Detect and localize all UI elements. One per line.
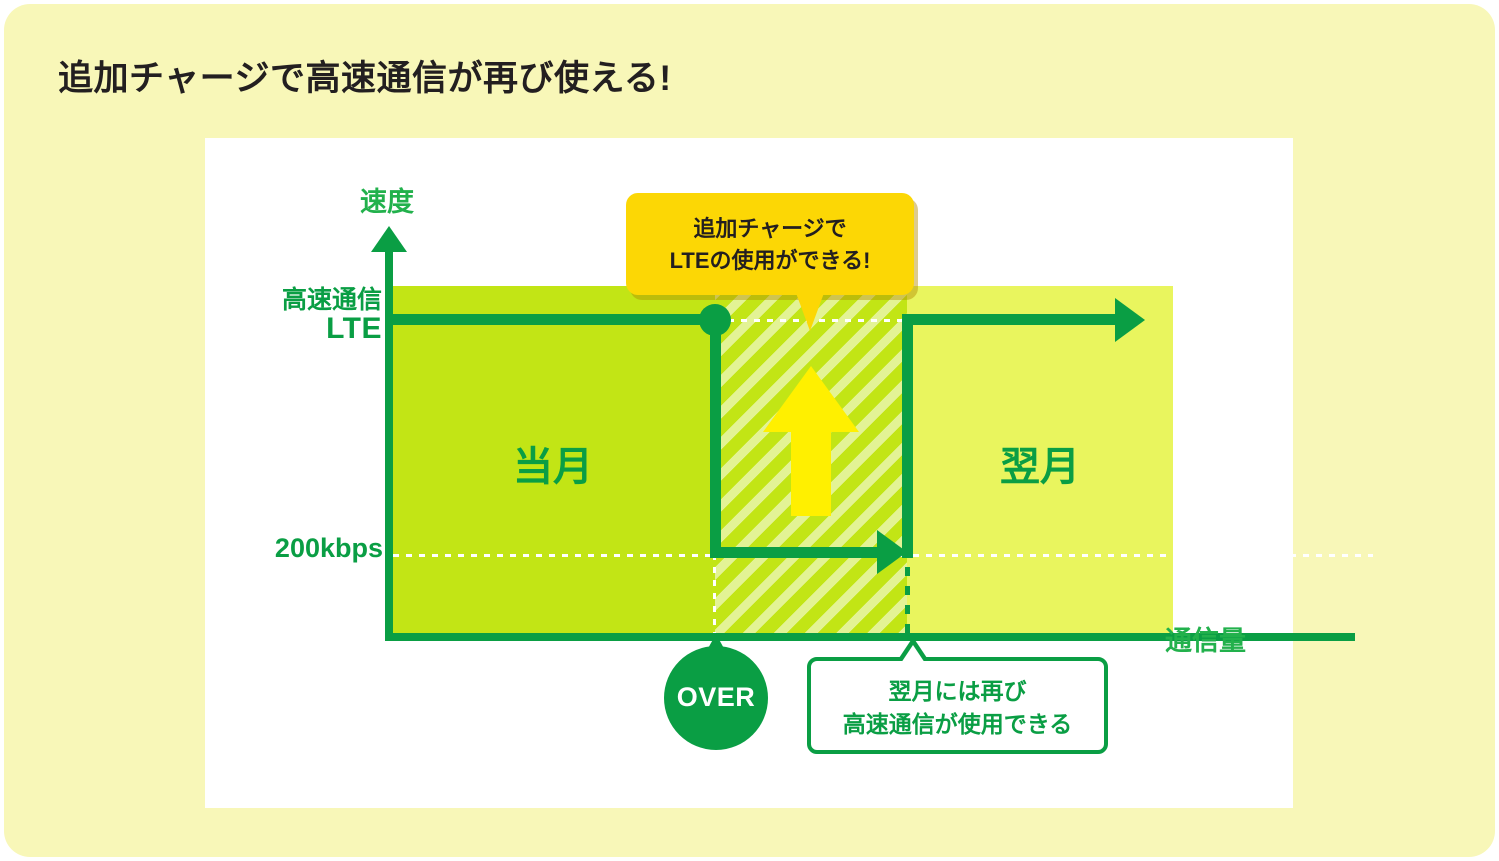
region-label-current-month: 当月 bbox=[513, 445, 593, 489]
over-badge-tip bbox=[706, 634, 726, 652]
series-segment-drop-to-200kbps bbox=[710, 314, 721, 558]
x-axis bbox=[385, 633, 1355, 641]
callout-additional-charge-tail bbox=[796, 293, 824, 331]
callout-next-month-line2: 高速通信が使用できる bbox=[842, 710, 1073, 737]
callout-additional-charge-text: 追加チャージで LTEの使用ができる! bbox=[626, 213, 914, 277]
page-title: 追加チャージで高速通信が再び使える! bbox=[58, 59, 672, 98]
callout-next-month-line1: 翌月には再び bbox=[888, 678, 1027, 704]
series-segment-200kbps bbox=[710, 547, 888, 558]
region-current-month bbox=[391, 286, 715, 637]
upgrade-arrow-head bbox=[763, 366, 859, 432]
y-axis-label: 速度 bbox=[360, 187, 414, 217]
region-next-month bbox=[907, 286, 1173, 637]
y-axis-arrow-icon bbox=[371, 226, 407, 252]
page-card: 追加チャージで高速通信が再び使える! bbox=[4, 4, 1495, 857]
y-tick-lte-line1: 高速通信 bbox=[281, 286, 382, 314]
callout-additional-charge-line1: 追加チャージで bbox=[693, 216, 847, 241]
callout-next-month-tail-inner bbox=[901, 645, 925, 663]
region-label-next-month: 翌月 bbox=[1000, 445, 1080, 489]
y-axis bbox=[385, 243, 393, 637]
upgrade-arrow-icon bbox=[763, 366, 859, 516]
y-tick-lte: 高速通信 LTE bbox=[260, 286, 382, 345]
callout-additional-charge: 追加チャージで LTEの使用ができる! bbox=[626, 193, 914, 331]
y-tick-lte-line2: LTE bbox=[326, 311, 382, 345]
plot-area: 速度 通信量 高速通信 LTE 200kbps 当月 翌月 追加チャージで LT… bbox=[205, 138, 1373, 808]
upgrade-arrow-shaft bbox=[791, 422, 831, 516]
y-tick-200kbps: 200kbps bbox=[274, 533, 383, 563]
over-badge: OVER bbox=[664, 634, 768, 750]
diagram-figure: 速度 通信量 高速通信 LTE 200kbps 当月 翌月 追加チャージで LT… bbox=[205, 138, 1373, 808]
x-axis-label: 通信量 bbox=[1165, 626, 1246, 656]
series-segment-lte-next bbox=[902, 314, 1125, 325]
over-badge-label: OVER bbox=[676, 682, 756, 712]
callout-next-month-text: 翌月には再び 高速通信が使用できる bbox=[811, 675, 1104, 740]
series-segment-rise-next-month bbox=[902, 314, 913, 558]
callout-additional-charge-line2: LTEの使用ができる! bbox=[669, 247, 871, 273]
series-segment-lte-current bbox=[387, 314, 717, 325]
arrow-right-lte-icon bbox=[1115, 298, 1145, 342]
over-point-marker bbox=[699, 304, 731, 336]
callout-next-month: 翌月には再び 高速通信が使用できる bbox=[807, 637, 1108, 754]
